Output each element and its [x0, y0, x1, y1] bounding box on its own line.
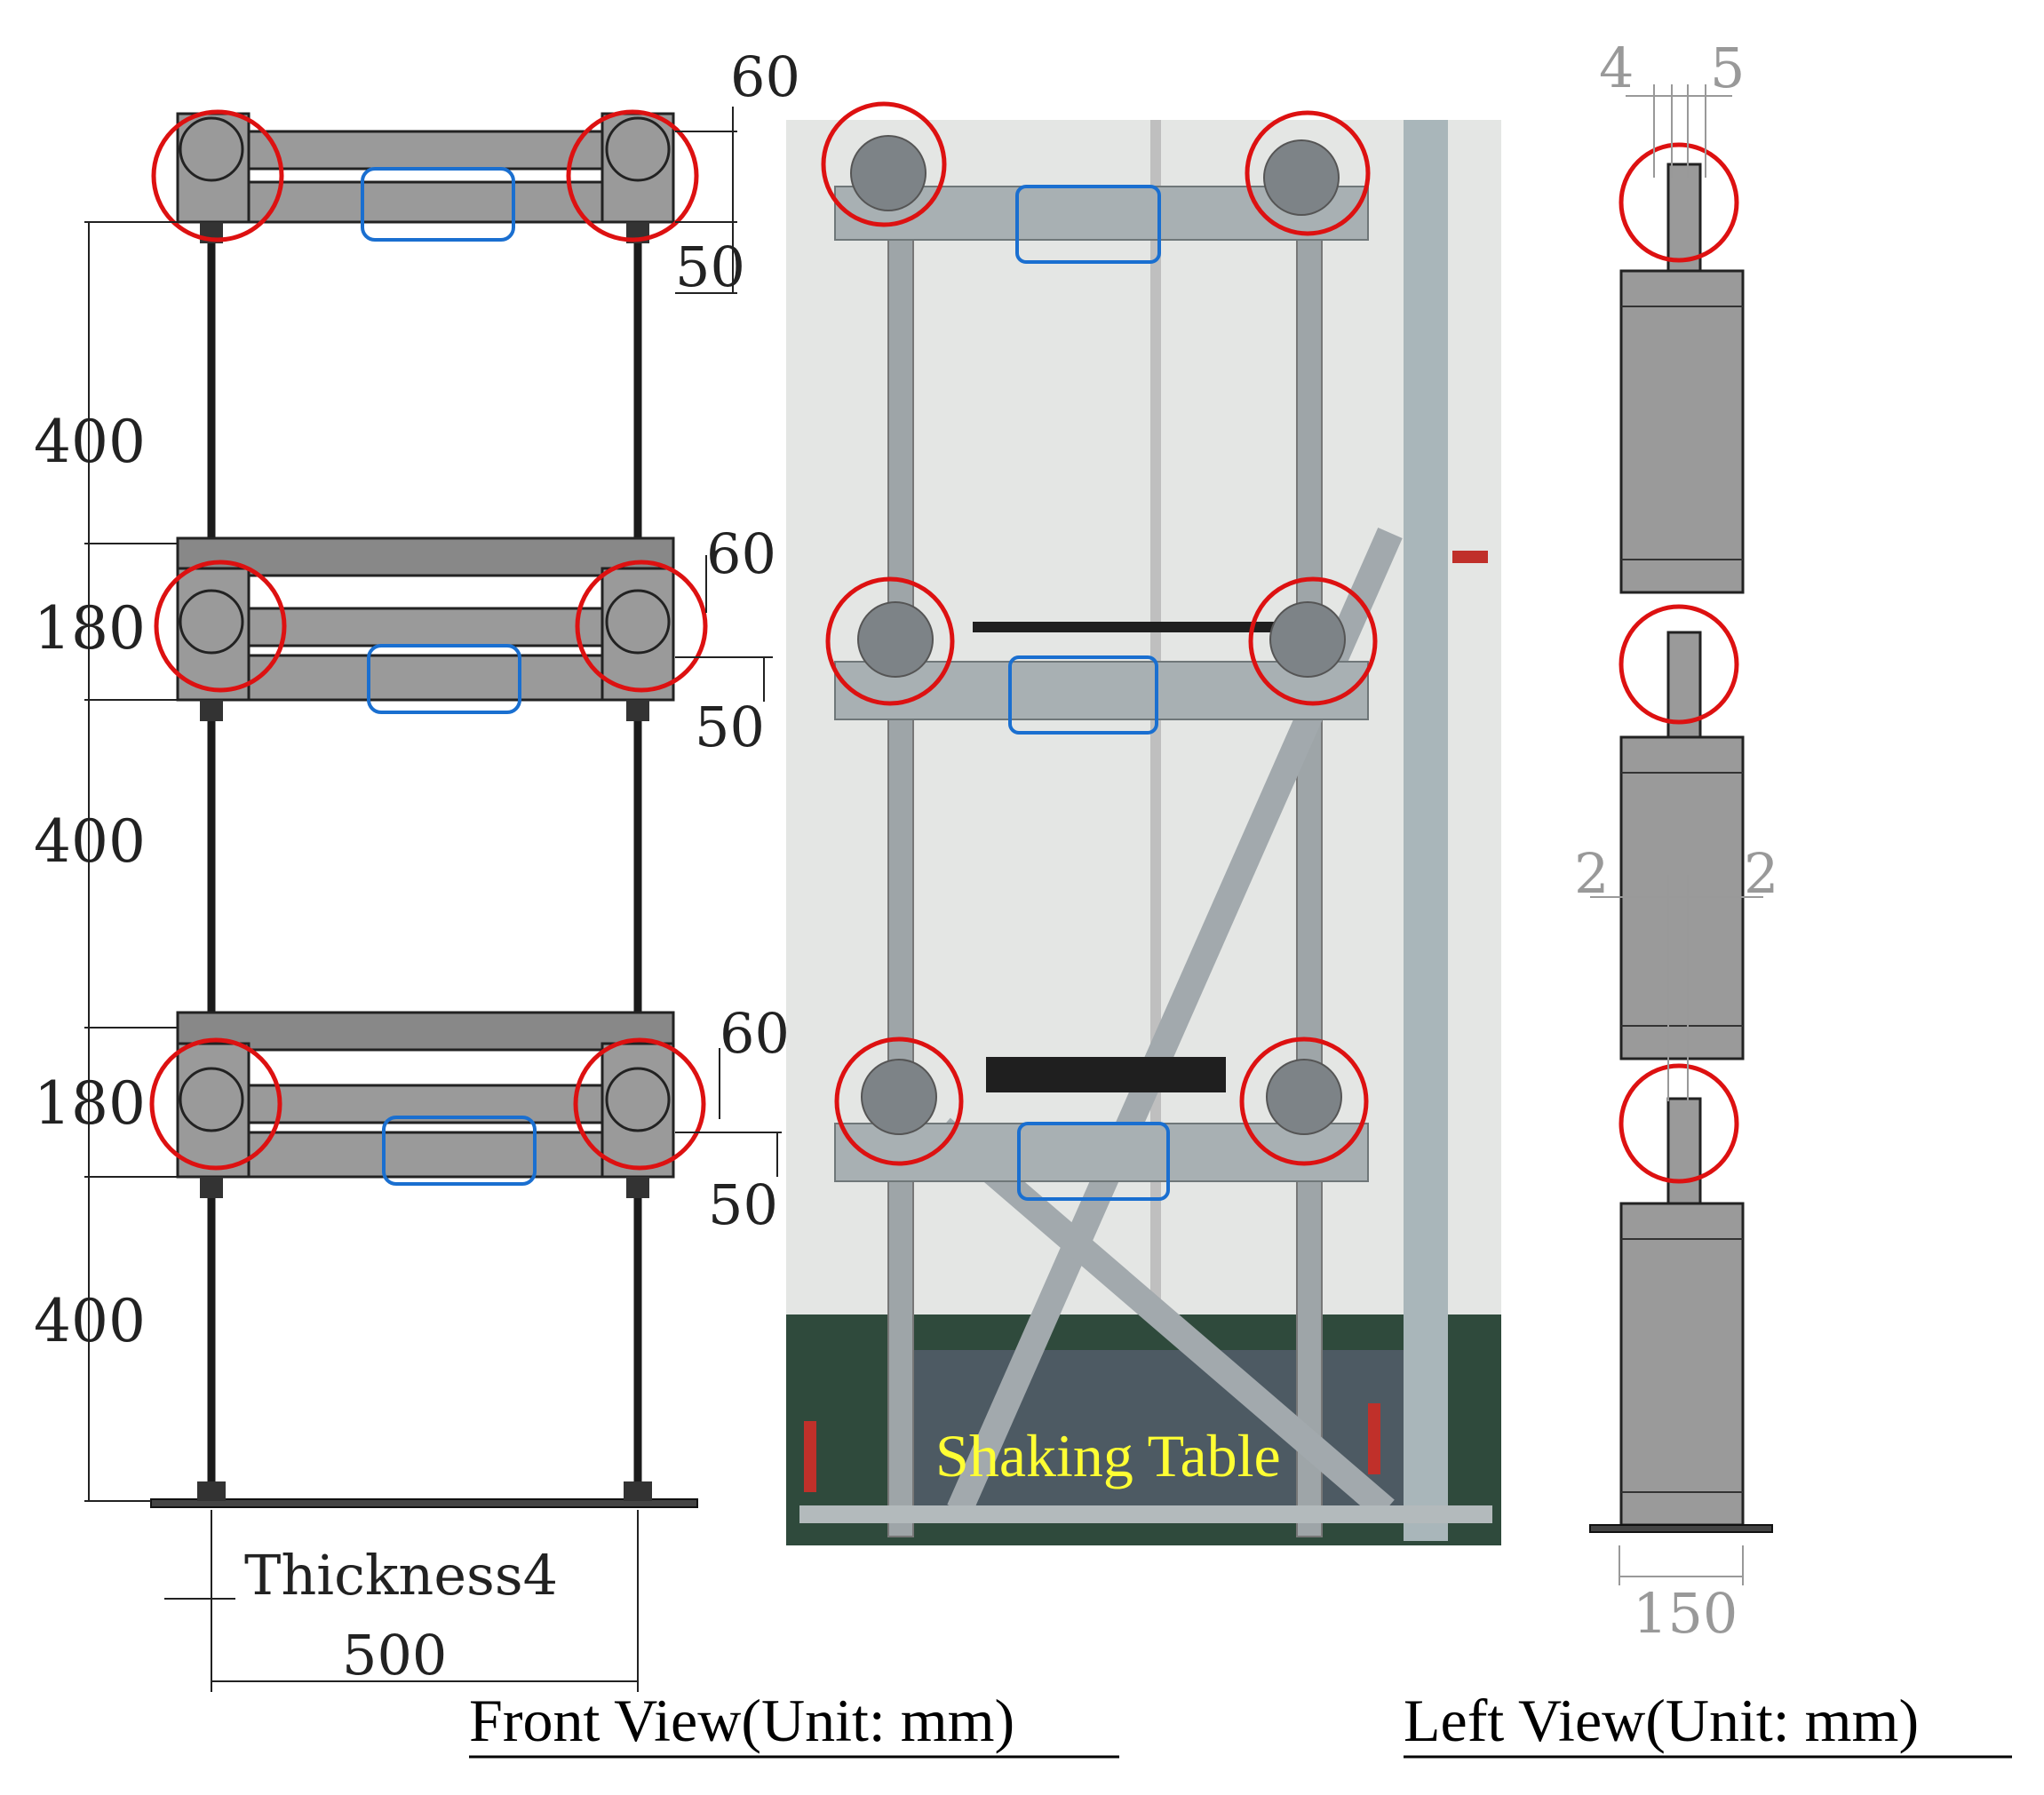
left-view-drawing: 4 5 2 2 150 — [1574, 36, 1778, 1646]
front-mass-boxes — [361, 167, 537, 1186]
left-block-strips — [1621, 306, 1743, 1493]
captions: Front View(Unit: mm) Left View(Unit: mm) — [469, 1687, 2012, 1759]
dim-50-top: 50 — [675, 234, 745, 299]
dim-50-mid: 50 — [695, 695, 765, 759]
dim-4: 4 — [1599, 36, 1634, 100]
dim-150: 150 — [1633, 1581, 1738, 1646]
dim-400-mid: 400 — [34, 807, 146, 876]
dim-400-low: 400 — [34, 1287, 146, 1355]
floor-middle — [176, 536, 675, 721]
photo-joint-circles — [821, 101, 1378, 1166]
left-joint-circles — [1618, 142, 1739, 1184]
dim-180-mid: 180 — [34, 594, 146, 663]
front-joint-circles — [149, 109, 708, 1171]
photo-mass-boxes — [1008, 185, 1170, 1201]
photo-connectors — [850, 135, 1346, 1135]
front-dimension-lines — [84, 107, 782, 1692]
front-base-plate — [150, 1481, 698, 1508]
dim-50-low: 50 — [708, 1172, 778, 1237]
dim-400-top: 400 — [34, 408, 146, 476]
dim-width-500: 500 — [342, 1623, 447, 1688]
dim-thickness: Thickness4 — [244, 1543, 558, 1608]
floor-top — [176, 112, 675, 243]
left-dimension-lines — [1590, 84, 1763, 1585]
front-dimension-labels: 60 50 400 180 60 50 400 180 60 50 400 Th… — [34, 44, 800, 1688]
front-view-caption: Front View(Unit: mm) — [469, 1687, 1014, 1754]
photo-shaking-table: Shaking Table — [786, 101, 1501, 1545]
shaking-table-label: Shaking Table — [935, 1422, 1281, 1489]
dim-2-left: 2 — [1574, 841, 1609, 906]
front-columns — [207, 240, 642, 1501]
dim-60-low: 60 — [720, 1001, 790, 1066]
dim-60-mid: 60 — [706, 521, 776, 586]
front-view-drawing: 60 50 400 180 60 50 400 180 60 50 400 Th… — [34, 44, 800, 1692]
dim-180-low: 180 — [34, 1069, 146, 1138]
dim-60-top: 60 — [730, 44, 800, 109]
dim-2-right: 2 — [1744, 841, 1778, 906]
left-view-caption: Left View(Unit: mm) — [1404, 1687, 1919, 1754]
left-base-plate — [1589, 1524, 1773, 1533]
floor-lower — [176, 1011, 675, 1198]
dim-5: 5 — [1710, 36, 1745, 100]
